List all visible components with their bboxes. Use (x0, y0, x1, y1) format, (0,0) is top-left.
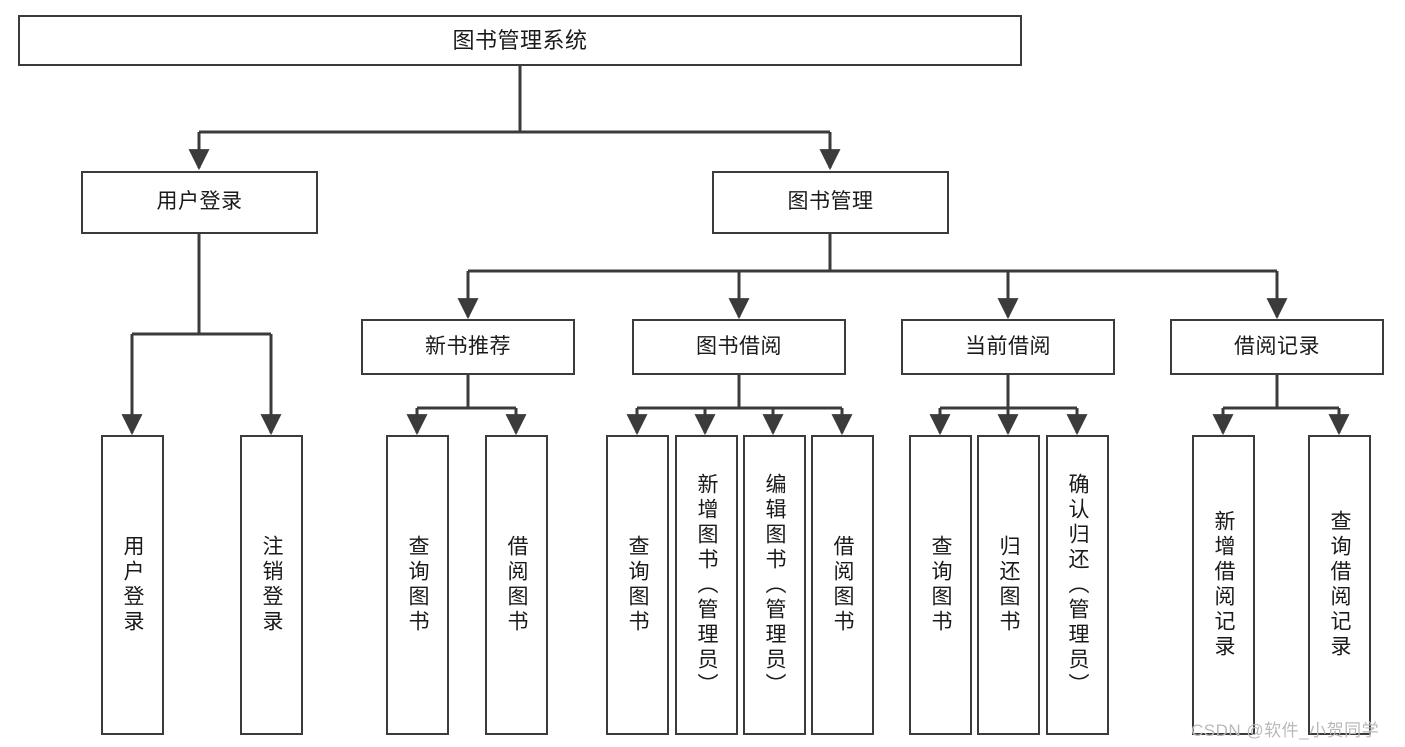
node-label: 借阅记录 (1234, 334, 1320, 358)
node-label: 图书管理系统 (452, 27, 588, 53)
node-label: 图书管理 (787, 190, 874, 214)
leaf-logout[interactable]: 注销登录 (240, 435, 303, 735)
node-new-book-recommend[interactable]: 新书推荐 (361, 319, 575, 375)
node-current-borrow[interactable]: 当前借阅 (901, 319, 1115, 375)
node-label: 新书推荐 (425, 334, 511, 358)
node-label: 当前借阅 (965, 334, 1051, 358)
node-label: 借阅图书 (505, 535, 528, 635)
node-label: 查询图书 (929, 535, 952, 635)
node-label: 用户登录 (121, 535, 144, 635)
leaf-borrow-query-book[interactable]: 查询图书 (606, 435, 669, 735)
node-user-login[interactable]: 用户登录 (81, 171, 318, 234)
node-label: 用户登录 (156, 190, 243, 214)
leaf-edit-book-admin[interactable]: 编辑图书（管理员） (743, 435, 806, 735)
node-label: 借阅图书 (831, 535, 854, 635)
node-book-management[interactable]: 图书管理 (712, 171, 949, 234)
leaf-add-book-admin[interactable]: 新增图书（管理员） (675, 435, 738, 735)
leaf-confirm-return-admin[interactable]: 确认归还（管理员） (1046, 435, 1109, 735)
node-label: 查询图书 (406, 535, 429, 635)
leaf-new-book-borrow[interactable]: 借阅图书 (485, 435, 548, 735)
node-root-book-management-system[interactable]: 图书管理系统 (18, 15, 1022, 66)
leaf-borrow-book[interactable]: 借阅图书 (811, 435, 874, 735)
leaf-user-login[interactable]: 用户登录 (101, 435, 164, 735)
leaf-query-borrow-record[interactable]: 查询借阅记录 (1308, 435, 1371, 735)
node-label: 注销登录 (260, 535, 283, 635)
leaf-add-borrow-record[interactable]: 新增借阅记录 (1192, 435, 1255, 735)
node-label: 新增借阅记录 (1212, 510, 1235, 660)
node-label: 图书借阅 (696, 334, 782, 358)
csdn-watermark: CSDN @软件_小贺同学 (1191, 721, 1380, 740)
leaf-current-query-book[interactable]: 查询图书 (909, 435, 972, 735)
node-label: 归还图书 (997, 535, 1020, 635)
node-book-borrow[interactable]: 图书借阅 (632, 319, 846, 375)
node-label: 新增图书（管理员） (695, 472, 718, 698)
leaf-return-book[interactable]: 归还图书 (977, 435, 1040, 735)
node-label: 查询借阅记录 (1328, 510, 1351, 660)
leaf-new-book-query[interactable]: 查询图书 (386, 435, 449, 735)
node-label: 查询图书 (626, 535, 649, 635)
node-label: 编辑图书（管理员） (763, 472, 786, 698)
node-borrow-record[interactable]: 借阅记录 (1170, 319, 1384, 375)
node-label: 确认归还（管理员） (1066, 472, 1089, 698)
